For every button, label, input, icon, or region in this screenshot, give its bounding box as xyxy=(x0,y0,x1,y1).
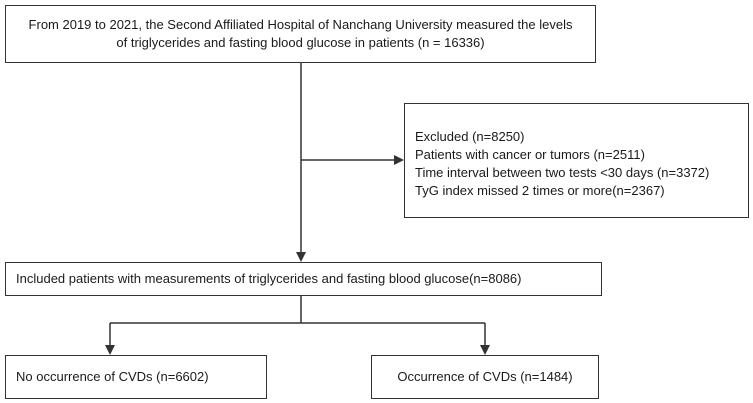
cvd-box: Occurrence of CVDs (n=1484) xyxy=(371,355,599,399)
excluded-total: Excluded (n=8250) xyxy=(415,129,525,144)
enrollment-text-line-1: From 2019 to 2021, the Second Affiliated… xyxy=(28,17,573,32)
excluded-tyg-missing: TyG index missed 2 times or more(n=2367) xyxy=(415,183,665,198)
excluded-interval: Time interval between two tests <30 days… xyxy=(415,165,710,180)
no-cvd-text: No occurrence of CVDs (n=6602) xyxy=(16,369,209,384)
included-box: Included patients with measurements of t… xyxy=(5,262,602,296)
no-cvd-box: No occurrence of CVDs (n=6602) xyxy=(5,355,267,399)
included-text: Included patients with measurements of t… xyxy=(16,271,522,286)
excluded-box: Excluded (n=8250) Patients with cancer o… xyxy=(404,103,749,218)
enrollment-text-line-2: of triglycerides and fasting blood gluco… xyxy=(116,35,485,50)
excluded-cancer: Patients with cancer or tumors (n=2511) xyxy=(415,147,645,162)
cvd-text: Occurrence of CVDs (n=1484) xyxy=(397,369,573,384)
enrollment-box: From 2019 to 2021, the Second Affiliated… xyxy=(5,5,596,63)
